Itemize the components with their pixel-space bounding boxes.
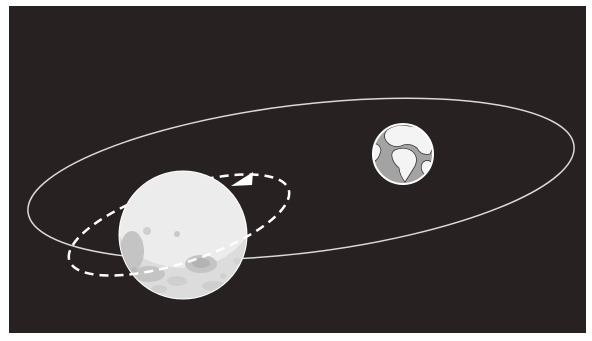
orbit-path bbox=[19, 72, 583, 286]
diagram-panel bbox=[9, 6, 586, 333]
earth-icon bbox=[371, 124, 433, 184]
moon-icon bbox=[119, 171, 247, 299]
moon-orbit-diagram bbox=[9, 6, 586, 333]
